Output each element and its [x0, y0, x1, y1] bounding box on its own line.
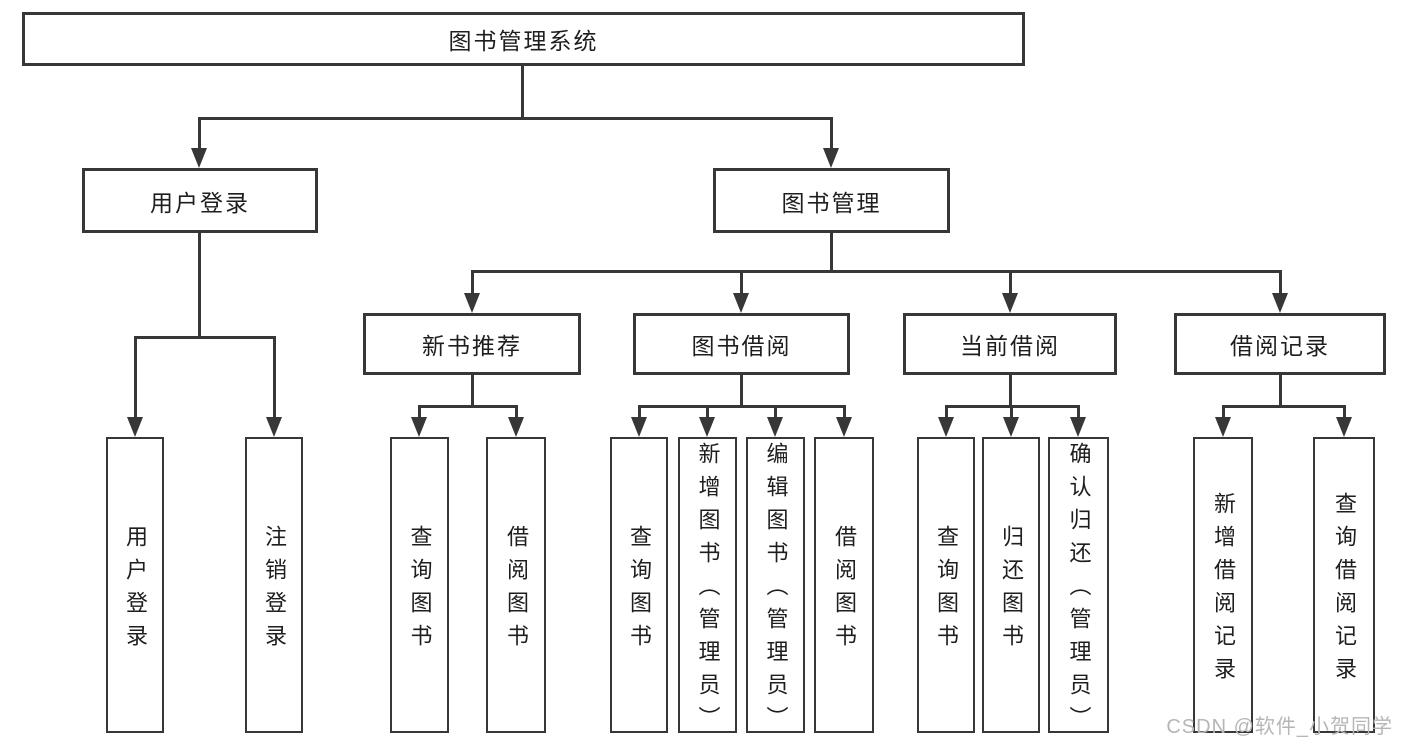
node-add-book-admin: 新增图书（管理员） [678, 437, 737, 739]
node-label: 查询图书 [934, 524, 959, 657]
connector-borrow-record-rail [1221, 405, 1346, 408]
node-confirm-return-admin: 确认归还（管理员） [1048, 437, 1109, 739]
connector-arrow-stem [1076, 406, 1080, 418]
node-current-borrowing: 当前借阅 [903, 313, 1117, 375]
node-label: 图书借阅 [691, 333, 792, 359]
connector-arrow-stem [1009, 406, 1013, 418]
connector-new-book-rail [417, 405, 518, 408]
node-query-books-1: 查询图书 [390, 437, 449, 733]
node-label: 借阅图书 [504, 524, 529, 657]
connector-arrow-stem [739, 271, 743, 295]
node-label: 归还图书 [999, 524, 1024, 657]
node-new-book-recommendation: 新书推荐 [363, 313, 581, 375]
arrowhead-down-icon [631, 417, 647, 437]
arrowhead-down-icon [464, 293, 480, 313]
node-label: 图书管理 [781, 189, 882, 216]
arrowhead-down-icon [699, 417, 715, 437]
connector-arrow-stem [1278, 271, 1282, 295]
connector-current-borrow-stub [1008, 375, 1012, 406]
connector-arrow-stem [133, 337, 137, 418]
node-library-management-system: 图书管理系统 [22, 12, 1025, 66]
arrowhead-down-icon [1215, 417, 1231, 437]
connector-arrow-stem [829, 118, 833, 150]
connector-arrow-stem [1008, 271, 1012, 295]
node-add-borrow-record: 新增借阅记录 [1193, 437, 1253, 733]
arrowhead-down-icon [508, 417, 524, 437]
arrowhead-down-icon [1272, 293, 1288, 313]
connector-user-login-rail [133, 336, 276, 339]
arrowhead-down-icon [733, 293, 749, 313]
node-label: 编辑图书（管理员） [763, 442, 789, 739]
connector-arrow-stem [1342, 406, 1346, 418]
arrowhead-down-icon [823, 148, 839, 168]
node-borrow-books-1: 借阅图书 [486, 437, 546, 733]
arrowhead-down-icon [938, 417, 954, 437]
connector-new-book-stub [470, 375, 474, 406]
node-query-books-2: 查询图书 [610, 437, 668, 733]
node-return-book: 归还图书 [982, 437, 1040, 733]
node-borrowing-records: 借阅记录 [1174, 313, 1386, 375]
connector-level3-rail [470, 270, 1282, 273]
connector-arrow-stem [417, 406, 421, 418]
connector-arrow-stem [514, 406, 518, 418]
connector-user-login-stub [197, 233, 201, 337]
arrowhead-down-icon [1070, 417, 1086, 437]
arrowhead-down-icon [836, 417, 852, 437]
node-label: 用户登录 [150, 189, 250, 216]
connector-level2-rail [197, 117, 833, 120]
node-label: 图书管理系统 [448, 28, 599, 54]
arrowhead-down-icon [191, 148, 207, 168]
connector-arrow-stem [272, 337, 276, 418]
connector-arrow-stem [773, 406, 777, 418]
node-query-books-3: 查询图书 [917, 437, 975, 733]
node-label: 新增借阅记录 [1211, 491, 1236, 690]
node-label: 用户登录 [123, 524, 148, 657]
node-label: 查询图书 [407, 524, 433, 657]
connector-book-mgmt-stub [830, 233, 833, 271]
node-query-borrow-record: 查询借阅记录 [1313, 437, 1375, 733]
node-book-borrowing: 图书借阅 [633, 313, 850, 375]
node-label: 注销登录 [262, 524, 287, 657]
node-edit-book-admin: 编辑图书（管理员） [746, 437, 805, 739]
node-label: 查询图书 [627, 524, 652, 657]
arrowhead-down-icon [1336, 417, 1352, 437]
arrowhead-down-icon [1003, 417, 1019, 437]
node-borrow-books-2: 借阅图书 [814, 437, 874, 733]
arrowhead-down-icon [1002, 293, 1018, 313]
arrowhead-down-icon [767, 417, 783, 437]
node-label: 新增图书（管理员） [695, 442, 721, 739]
connector-arrow-stem [1221, 406, 1225, 418]
node-leaf-logout: 注销登录 [245, 437, 303, 733]
connector-arrow-stem [470, 271, 474, 295]
connector-arrow-stem [637, 406, 641, 418]
connector-arrow-stem [944, 406, 948, 418]
node-leaf-user-login: 用户登录 [106, 437, 164, 733]
node-label: 确认归还（管理员） [1066, 442, 1092, 739]
connector-arrow-stem [197, 118, 201, 150]
connector-book-borrow-rail [637, 405, 846, 408]
arrowhead-down-icon [266, 417, 282, 437]
connector-arrow-stem [705, 406, 709, 418]
node-label: 借阅图书 [832, 524, 857, 657]
connector-root-stub [520, 66, 524, 118]
node-book-management: 图书管理 [713, 168, 950, 233]
arrowhead-down-icon [411, 417, 427, 437]
node-label: 查询借阅记录 [1332, 491, 1357, 690]
connector-arrow-stem [842, 406, 846, 418]
arrowhead-down-icon [127, 417, 143, 437]
node-label: 当前借阅 [960, 333, 1060, 359]
node-label: 借阅记录 [1230, 333, 1330, 359]
node-user-login: 用户登录 [82, 168, 318, 233]
connector-book-borrow-stub [739, 375, 743, 406]
node-label: 新书推荐 [422, 333, 522, 359]
connector-borrow-record-stub [1278, 375, 1282, 406]
watermark-text: CSDN @软件_小贺同学 [1166, 716, 1393, 738]
